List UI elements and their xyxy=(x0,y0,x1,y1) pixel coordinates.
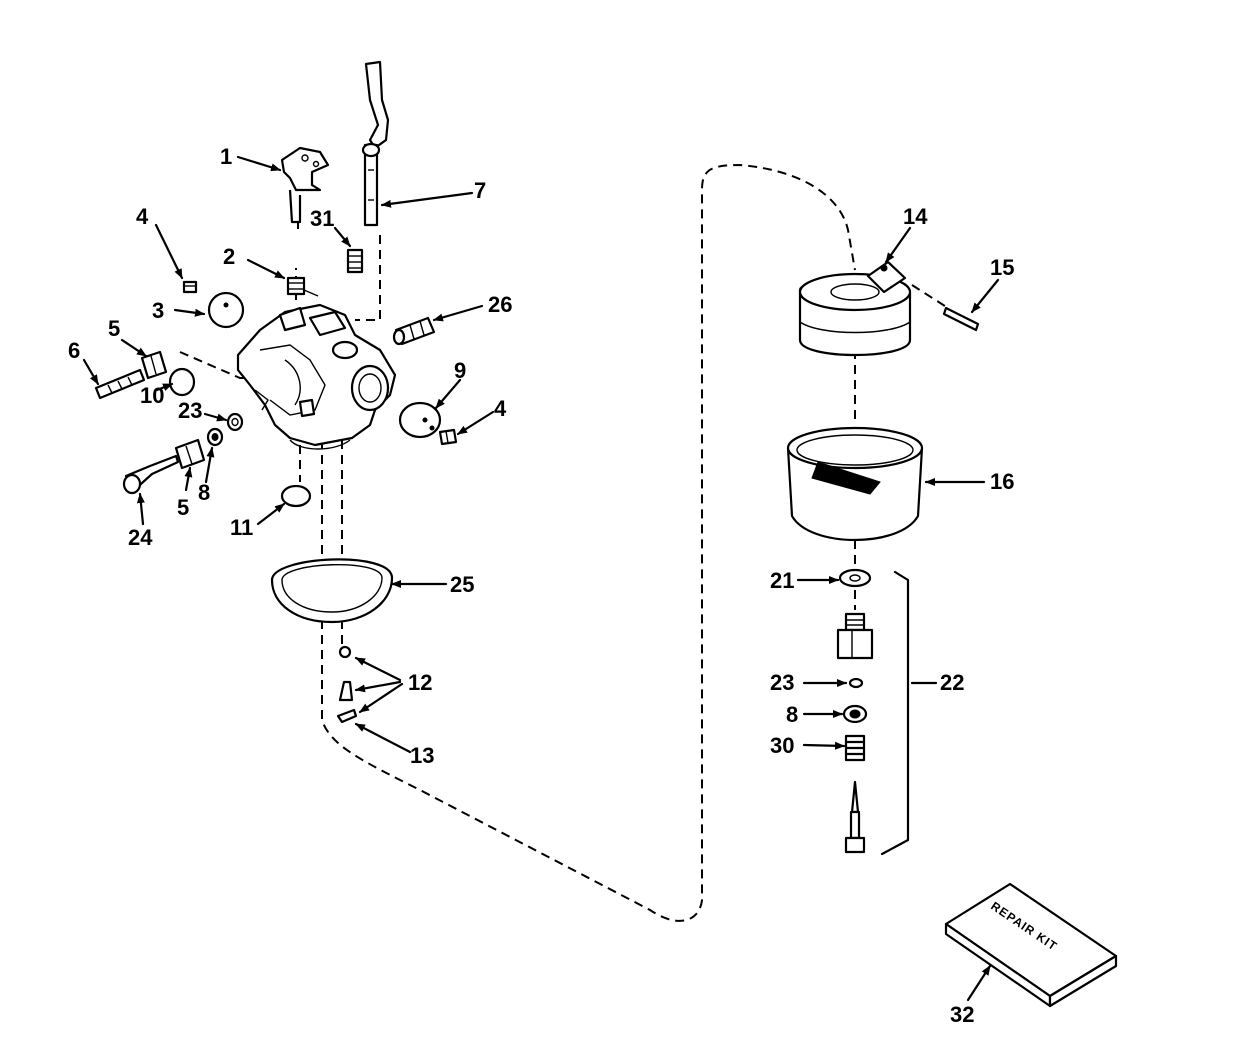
part-23-washer-left xyxy=(226,412,244,432)
callout-5-lower: 5 xyxy=(177,495,189,520)
callout-7: 7 xyxy=(474,178,486,203)
part-10-disc xyxy=(168,367,196,397)
callout-5-upper: 5 xyxy=(108,316,120,341)
part-16-float-bowl xyxy=(786,426,924,541)
callout-numbers: 1 7 31 2 4 3 26 5 6 10 23 9 4 8 5 24 11 … xyxy=(68,144,1014,1027)
part-4-screw-right xyxy=(438,428,458,446)
part-25-bowl-gasket xyxy=(270,558,394,624)
callout-11: 11 xyxy=(230,515,253,540)
part-22-needle xyxy=(844,780,866,854)
part-15-float-pin xyxy=(942,306,980,332)
part-5-fitting-lower xyxy=(174,438,206,470)
callout-6: 6 xyxy=(68,338,80,363)
part-23-washer-right xyxy=(848,677,864,689)
part-21-washer xyxy=(838,568,872,588)
callout-9: 9 xyxy=(454,358,466,383)
leader-arrows xyxy=(82,155,1000,1002)
callout-4-right: 4 xyxy=(494,396,507,421)
callout-12: 12 xyxy=(408,670,432,695)
callout-31: 31 xyxy=(310,206,334,231)
callout-16: 16 xyxy=(990,469,1014,494)
callout-32: 32 xyxy=(950,1002,974,1027)
callout-2: 2 xyxy=(223,244,235,269)
part-3-throttle-plate xyxy=(207,291,245,329)
callout-23-left: 23 xyxy=(178,398,202,423)
part-22-bowl-nut xyxy=(836,612,874,660)
callout-13: 13 xyxy=(410,743,434,768)
part-9-choke-plate xyxy=(398,401,442,439)
callout-22: 22 xyxy=(940,670,964,695)
part-2-spring xyxy=(286,276,319,297)
part-5-fitting-upper xyxy=(140,350,168,380)
part-32-repair-kit: REPAIR KIT xyxy=(944,882,1118,1008)
part-22-bracket xyxy=(880,570,910,856)
callout-14: 14 xyxy=(903,204,928,229)
callout-10: 10 xyxy=(140,383,164,408)
callout-4-left: 4 xyxy=(136,204,149,229)
part-30-spring xyxy=(844,734,866,762)
part-8-seal-left xyxy=(206,427,224,447)
callout-15: 15 xyxy=(990,255,1014,280)
part-1-bracket xyxy=(280,146,330,224)
part-14-float xyxy=(798,260,912,357)
callout-26: 26 xyxy=(488,292,512,317)
part-11-disc xyxy=(280,484,312,508)
callout-8-right: 8 xyxy=(786,702,798,727)
callout-21: 21 xyxy=(770,568,794,593)
callout-30: 30 xyxy=(770,733,794,758)
callout-3: 3 xyxy=(152,298,164,323)
part-26-fitting xyxy=(392,316,436,346)
callout-1: 1 xyxy=(220,144,232,169)
part-7-choke-lever xyxy=(361,60,390,227)
part-4-screw-left xyxy=(182,280,198,294)
callout-25: 25 xyxy=(450,572,474,597)
part-12-parts xyxy=(338,645,354,702)
carburetor-body xyxy=(236,303,397,450)
part-8-seal-right xyxy=(842,704,868,724)
part-6-needle-screw xyxy=(94,368,146,400)
part-13-clip xyxy=(336,708,358,724)
callout-8-left: 8 xyxy=(198,480,210,505)
callout-23-right: 23 xyxy=(770,670,794,695)
part-24-idle-needle xyxy=(122,454,180,495)
callout-24: 24 xyxy=(128,525,153,550)
part-31-spring xyxy=(346,248,364,274)
